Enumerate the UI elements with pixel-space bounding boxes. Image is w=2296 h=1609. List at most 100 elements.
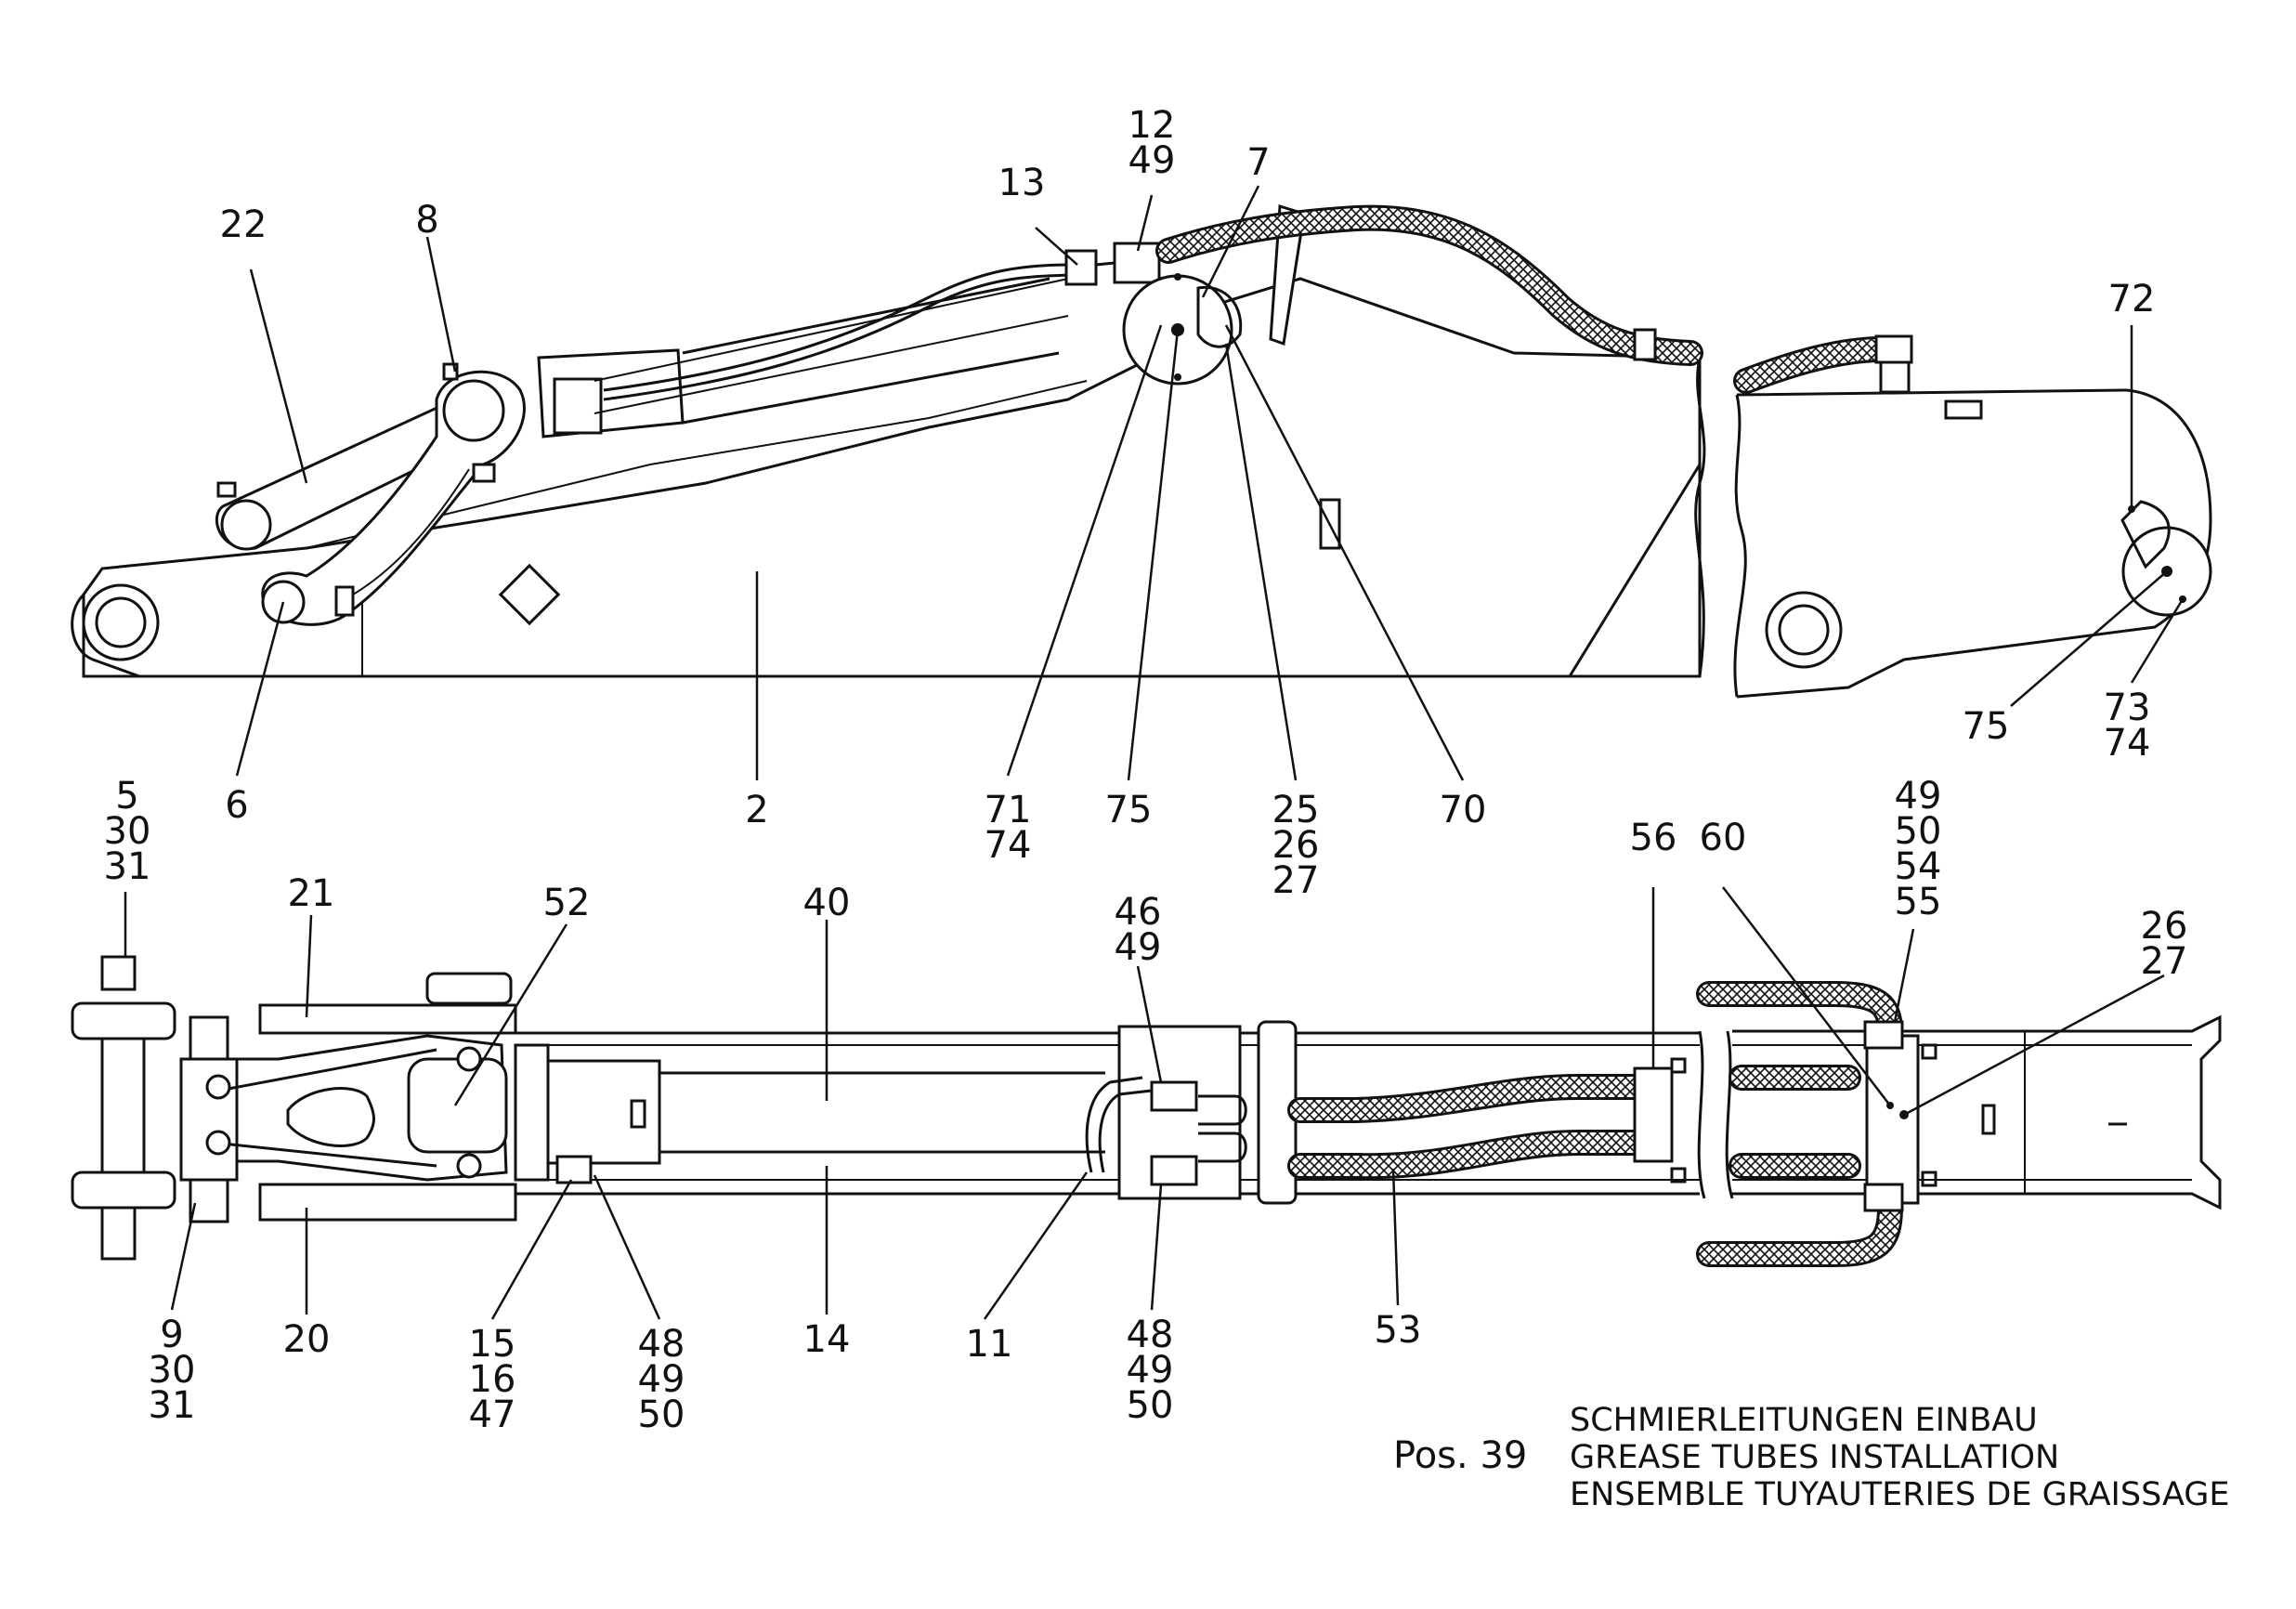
- callout-line: 49: [1127, 1349, 1174, 1392]
- callout-c75b: 75: [1963, 705, 2010, 748]
- callout-line: 21: [288, 872, 335, 915]
- id-plate-top-right: [1981, 1104, 1996, 1135]
- boom-foot-pin-inner: [1778, 604, 1830, 656]
- callout-line: 50: [638, 1393, 685, 1436]
- drawing-caption: Pos. 39 SCHMIERLEITUNGEN EINBAU GREASE T…: [1393, 1402, 2230, 1513]
- callout-line: 49: [1895, 775, 1942, 818]
- callout-line: 50: [1127, 1384, 1174, 1427]
- linkage-plate-top: [258, 1003, 517, 1035]
- grease-tube-upper: [603, 263, 1078, 392]
- callout-line: 49: [1115, 926, 1162, 969]
- cylinder-body-top: [659, 1071, 1105, 1154]
- cylinder-mark: [630, 1099, 646, 1129]
- callout-line: 2: [745, 789, 768, 831]
- callout-line: 53: [1375, 1309, 1422, 1352]
- caption-title-fr: ENSEMBLE TUYAUTERIES DE GRAISSAGE: [1570, 1476, 2230, 1513]
- end-plate-lug-bottom: [189, 1178, 229, 1223]
- boom-side-view: [71, 204, 2212, 699]
- fitting-15: [555, 1155, 593, 1184]
- id-plate-right: [1944, 399, 1983, 420]
- left-pin-washer-bottom: [71, 1171, 176, 1210]
- callout-c13: 13: [998, 162, 1046, 204]
- linkage-plate-bottom: [258, 1183, 517, 1222]
- callout-line: 56: [1630, 817, 1677, 859]
- boom-web-line: [306, 380, 1088, 549]
- callout-c72: 72: [2108, 278, 2156, 320]
- grease-point-7: [1174, 273, 1181, 281]
- callout-line: 74: [2104, 722, 2151, 765]
- mark-r1: [1921, 1043, 1937, 1060]
- callout-line: 60: [1700, 817, 1747, 859]
- cylinder-rod-lines: [594, 278, 1069, 414]
- break-line-top-right: [1725, 1030, 1734, 1199]
- callout-line: 6: [225, 784, 248, 827]
- caption-title-de: SCHMIERLEITUNGEN EINBAU: [1570, 1402, 2038, 1439]
- bell-crank-rib: [352, 468, 470, 595]
- callout-line: 12: [1128, 104, 1176, 147]
- callout-line: 15: [469, 1323, 516, 1366]
- callout-line: 75: [1105, 789, 1153, 831]
- callout-line: 50: [1895, 810, 1942, 853]
- boom-nose-pin-inner: [95, 596, 147, 648]
- callout-line: 26: [1272, 824, 1320, 867]
- callout-line: 9: [160, 1314, 183, 1356]
- left-pin-head-top: [100, 955, 137, 991]
- callout-c70: 70: [1440, 789, 1487, 831]
- callout-c40: 40: [803, 882, 851, 924]
- callout-line: 25: [1272, 789, 1320, 831]
- boom-side-lines: [515, 1031, 1700, 1196]
- callout-line: 47: [469, 1393, 516, 1436]
- caption-title-en: GREASE TUBES INSTALLATION: [1570, 1439, 2059, 1476]
- fitting-49-top: [1863, 1020, 1904, 1050]
- fitting-12: [1113, 242, 1161, 284]
- boom-top-right-outline: [1732, 1014, 2222, 1210]
- tube-loop-top: [1198, 1094, 1247, 1126]
- callout-line: 16: [469, 1358, 516, 1401]
- clevis-block: [514, 1043, 550, 1182]
- grease-point-71: [1174, 373, 1181, 381]
- leader-lines: [124, 185, 2185, 1320]
- fitting-link: [1095, 261, 1115, 267]
- boom-top-view: [71, 955, 2222, 1267]
- grease-tube-11b: [1098, 1089, 1153, 1173]
- callout-line: 52: [543, 882, 591, 924]
- grease-nipple-22: [216, 481, 237, 498]
- clamp-56: [1633, 1066, 1674, 1163]
- callout-c11: 11: [966, 1323, 1013, 1366]
- callout-line: 74: [985, 824, 1032, 867]
- position-label: Pos. 39: [1393, 1434, 1527, 1477]
- callout-line: 31: [149, 1384, 196, 1427]
- callout-line: 30: [149, 1349, 196, 1392]
- callout-c75a: 75: [1105, 789, 1153, 831]
- callout-line: 8: [415, 199, 438, 242]
- fitting-13: [1064, 249, 1098, 286]
- break-line-right: [1733, 394, 1747, 698]
- callout-c60: 60: [1700, 817, 1747, 859]
- fitting-46: [1150, 1080, 1198, 1112]
- callout-line: 40: [803, 882, 851, 924]
- callout-line: 22: [220, 203, 267, 246]
- fitting-48b: [1150, 1155, 1198, 1186]
- bell-crank-block: [472, 463, 496, 483]
- callout-line: 75: [1963, 705, 2010, 748]
- id-plate-left: [1319, 498, 1341, 550]
- tube-loop-bottom: [1198, 1132, 1247, 1163]
- cylinder-clamp: [553, 377, 603, 435]
- grease-tube-11: [1085, 1076, 1143, 1173]
- callout-line: 11: [966, 1323, 1013, 1366]
- callout-line: 30: [104, 810, 151, 853]
- callout-line: 55: [1895, 881, 1942, 923]
- link-rod-pin: [220, 499, 272, 551]
- rod-eye: [407, 1057, 508, 1154]
- hose-53-top: [1290, 1077, 1645, 1120]
